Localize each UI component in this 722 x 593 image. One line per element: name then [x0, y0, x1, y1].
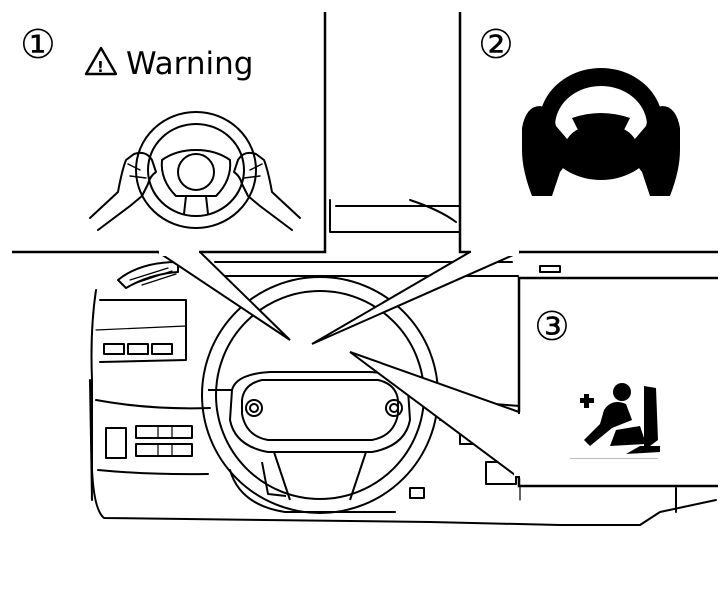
warning-label: Warning — [126, 46, 253, 82]
wheel-hub — [229, 371, 411, 453]
right-wheel-button — [385, 399, 403, 417]
callout-2-leader-line — [311, 251, 521, 345]
callout-3-number: ③ — [534, 304, 570, 350]
left-wheel-button — [245, 399, 263, 417]
callout-1-panel: ① ! Warning — [0, 0, 327, 341]
warning-exclamation: ! — [97, 58, 104, 76]
hands-on-steering-wheel-illustration — [89, 111, 301, 231]
callout-3-panel: ③ — [349, 276, 722, 488]
callout-2-number: ② — [478, 22, 514, 68]
callout-2-panel: ② — [311, 0, 722, 345]
warning-triangle-icon: ! — [84, 46, 118, 76]
left-hand — [89, 151, 157, 231]
seat-belt-tension-icon — [570, 383, 660, 459]
left-air-vent — [117, 261, 179, 289]
hands-on-wheel-icon — [522, 68, 680, 196]
right-hand — [233, 151, 301, 231]
callout-1-number: ① — [20, 22, 56, 68]
main-steering-wheel — [201, 276, 439, 514]
